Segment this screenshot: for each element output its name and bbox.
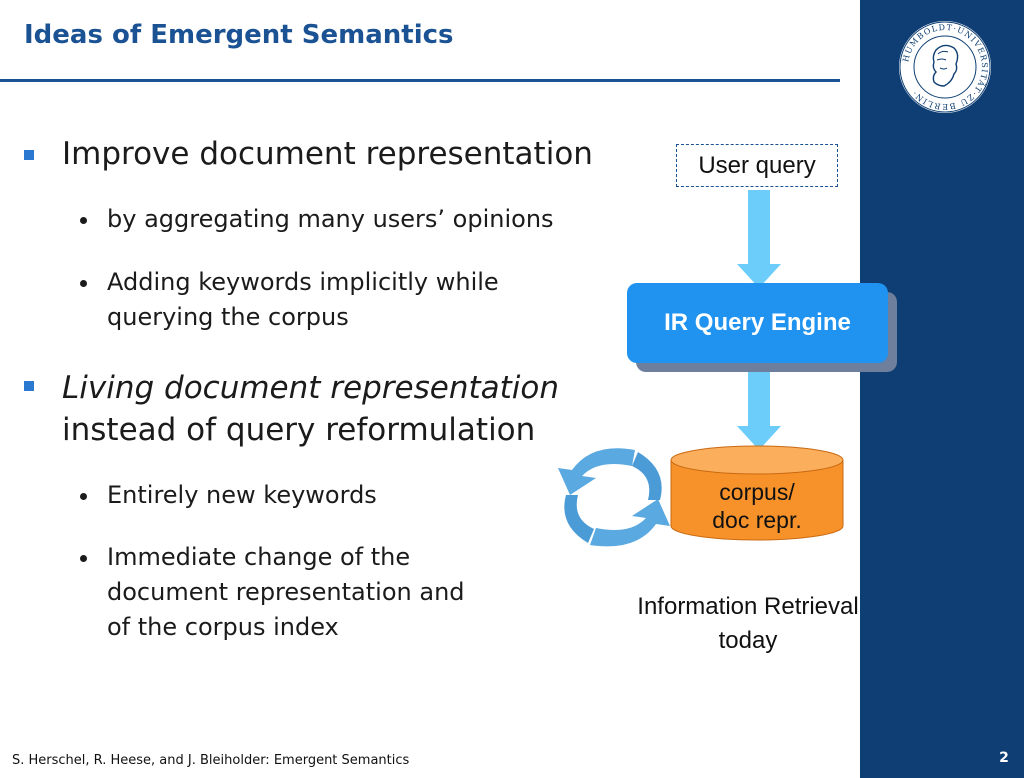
university-seal-logo: HUMBOLDT·UNIVERSITÄT·ZU BERLIN·: [899, 21, 991, 113]
diagram-caption: Information Retrieval today: [600, 590, 896, 658]
round-bullet-icon: [80, 217, 87, 224]
italic-phrase: Living document representation: [62, 370, 559, 406]
bullet-living-representation-line1: Living document representation: [62, 368, 559, 408]
sub-bullet-new-keywords: Entirely new keywords: [107, 481, 377, 509]
sub-bullet-adding-keywords-line1: Adding keywords implicitly while: [107, 268, 499, 296]
slide-title: Ideas of Emergent Semantics: [24, 20, 454, 50]
round-bullet-icon: [80, 280, 87, 287]
caption-line2: today: [718, 627, 778, 654]
sidebar-band: [860, 0, 1024, 778]
corpus-label: corpus/ doc repr.: [671, 478, 843, 534]
title-underline: [0, 79, 840, 82]
square-bullet-icon: [24, 381, 34, 391]
user-query-box: User query: [676, 144, 838, 187]
bullet-improve-representation: Improve document representation: [62, 136, 593, 172]
slide-footer: S. Herschel, R. Heese, and J. Bleiholder…: [12, 753, 410, 768]
corpus-label-line1: corpus/: [719, 479, 795, 505]
bullet-living-representation-line2: instead of query reformulation: [62, 412, 536, 448]
down-arrow-icon: [737, 190, 781, 288]
sub-bullet-immediate-change-line2: document representation and: [107, 578, 465, 606]
page-number: 2: [999, 750, 1009, 766]
sub-bullet-adding-keywords-line2: querying the corpus: [107, 303, 349, 331]
sub-bullet-aggregating: by aggregating many users’ opinions: [107, 205, 554, 233]
square-bullet-icon: [24, 150, 34, 160]
sub-bullet-immediate-change-line3: of the corpus index: [107, 613, 339, 641]
round-bullet-icon: [80, 493, 87, 500]
caption-line1: Information Retrieval: [637, 593, 859, 620]
corpus-cylinder: [670, 445, 844, 541]
corpus-label-line2: doc repr.: [712, 507, 802, 533]
down-arrow-icon: [737, 368, 781, 450]
cycle-arrows-icon: [558, 448, 670, 547]
sub-bullet-immediate-change-line1: Immediate change of the: [107, 543, 411, 571]
ir-diagram: [558, 190, 844, 547]
ir-query-engine-box: IR Query Engine: [627, 283, 888, 363]
round-bullet-icon: [80, 555, 87, 562]
